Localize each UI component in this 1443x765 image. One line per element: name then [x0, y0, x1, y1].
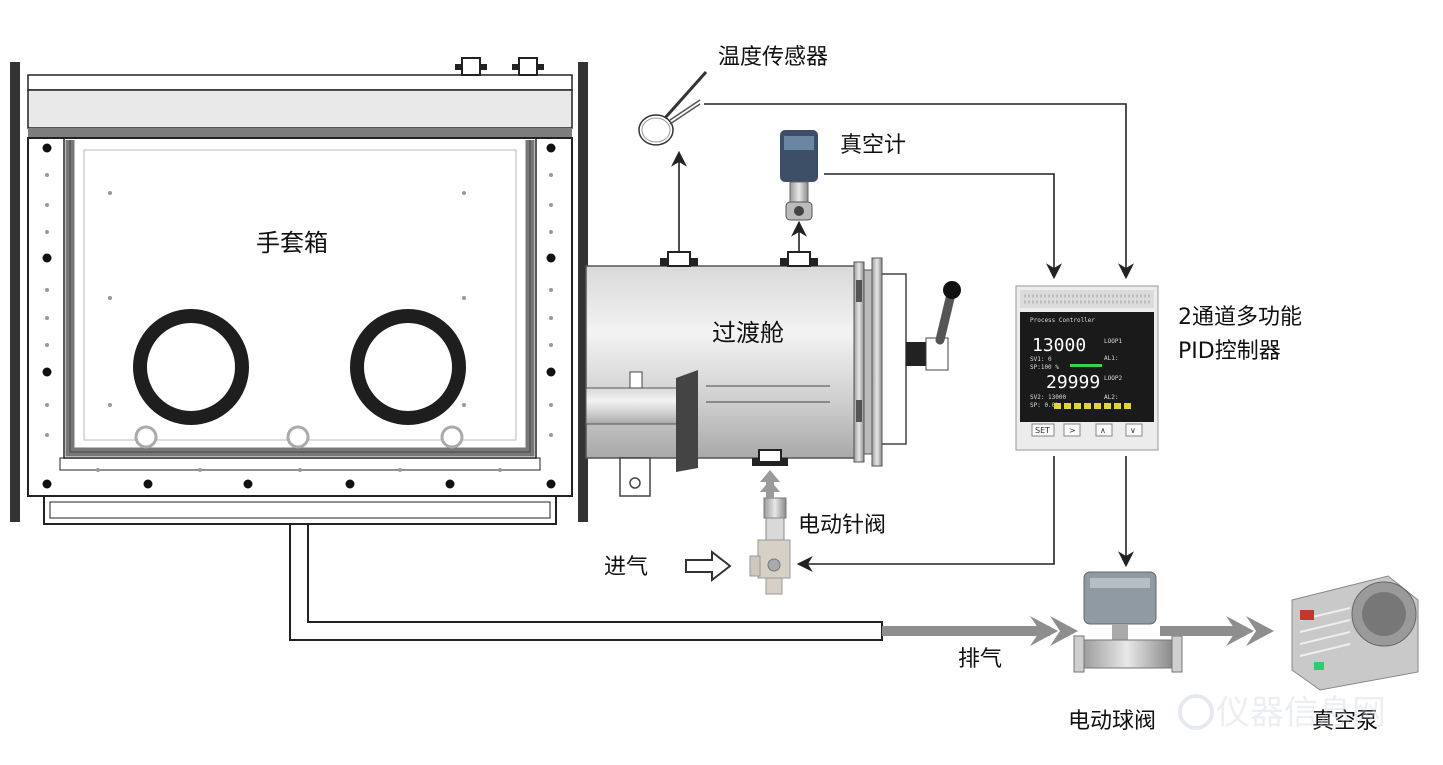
glovebox [10, 57, 588, 525]
exhaust-arrow [882, 616, 1078, 646]
glovebox-label: 手套箱 [256, 229, 328, 257]
controller-al1: AL1: [1104, 355, 1118, 362]
pump-arrow [1160, 616, 1274, 646]
signal-lines [671, 103, 1134, 572]
needle-valve-label: 电动针阀 [798, 513, 886, 538]
ball-valve-label: 电动球阀 [1068, 709, 1156, 734]
controller-pv1: 13000 [1032, 335, 1086, 356]
watermark: 仪器信息网 [1178, 693, 1386, 733]
needle-valve-icon [749, 497, 791, 595]
controller-loop2: LOOP2 [1104, 375, 1122, 382]
set-button-label: SET [1035, 426, 1050, 435]
shift-button[interactable] [1063, 423, 1081, 437]
controller-loop1: LOOP1 [1104, 338, 1122, 345]
gas-inlet-label: 进气 [604, 555, 648, 580]
glove-port-left [133, 309, 249, 425]
gas-inlet-arrow-icon [685, 549, 732, 583]
vacuum-pump-icon [1291, 575, 1419, 691]
down-button-label: ∨ [1130, 426, 1136, 435]
set-button[interactable] [1031, 423, 1055, 437]
glove-port-right [350, 309, 466, 425]
temp-sensor-label: 温度传感器 [718, 45, 828, 70]
controller-header: Process Controller [1030, 317, 1095, 324]
exhaust-label: 排气 [958, 647, 1002, 672]
vacuum-pump-label: 真空泵 [1312, 709, 1378, 734]
down-button[interactable] [1125, 423, 1143, 437]
controller-pv2: 29999 [1046, 372, 1100, 393]
controller-sp1: SP:100 % [1030, 364, 1059, 371]
vacuum-gauge-icon [780, 130, 818, 221]
exhaust-pipe [289, 524, 883, 641]
ball-valve-icon [1073, 571, 1183, 673]
controller-al2: AL2: [1104, 394, 1118, 401]
controller-sv2: SV2: 13000 [1030, 394, 1067, 401]
needle-flow-arrow [760, 470, 780, 498]
up-button-label: ∧ [1100, 426, 1106, 435]
shift-button-label: > [1069, 426, 1076, 435]
vacuum-gauge-label: 真空计 [840, 133, 906, 158]
controller-label-line2: PID控制器 [1178, 339, 1281, 364]
watermark-text: 仪器信息网 [1216, 693, 1386, 733]
transfer-chamber [585, 251, 961, 497]
transfer-chamber-label: 过渡舱 [712, 319, 784, 347]
pid-controller: Process Controller 13000 LOOP1 SV1: 0 AL… [1015, 285, 1159, 451]
controller-sp2: SP: 0.0% [1030, 402, 1059, 409]
controller-label-line1: 2通道多功能 [1178, 305, 1302, 330]
controller-sv1: SV1: 0 [1030, 356, 1052, 363]
up-button[interactable] [1095, 423, 1113, 437]
temperature-sensor-icon [638, 71, 708, 146]
